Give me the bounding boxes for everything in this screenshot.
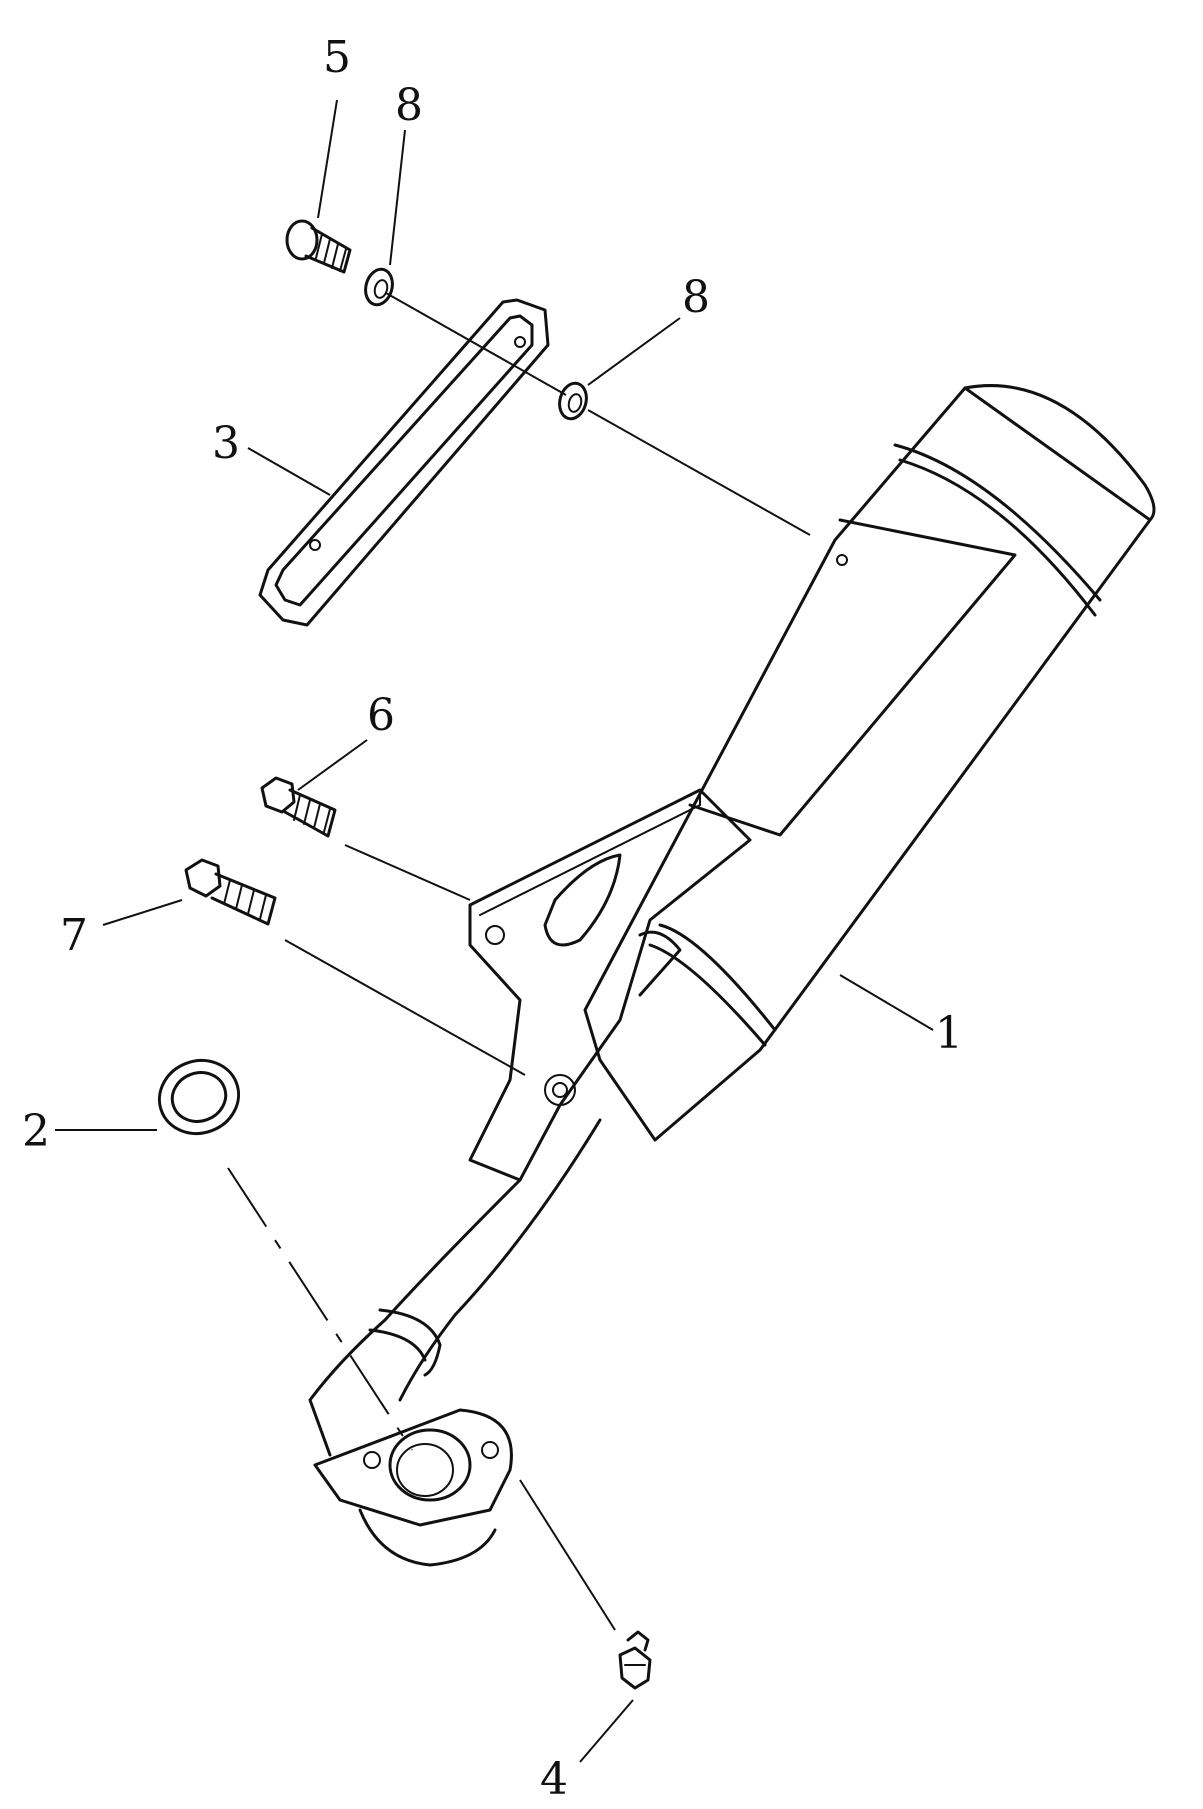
- muffler-body: [308, 384, 1156, 1567]
- callout-2: 2: [22, 1106, 50, 1157]
- bolt-5: [285, 219, 352, 274]
- bolt-7: [184, 858, 277, 926]
- washer-8-lower: [558, 381, 588, 421]
- muffler-strap: [258, 298, 550, 627]
- drain-nut: [618, 1630, 652, 1690]
- callout-6: 6: [367, 690, 395, 741]
- callout-5: 5: [323, 32, 351, 83]
- callout-8-lower: 8: [682, 272, 710, 323]
- gasket-ring: [157, 1059, 241, 1135]
- callout-4: 4: [540, 1754, 568, 1805]
- assembly-lines: [227, 292, 811, 1631]
- callout-7: 7: [60, 910, 88, 961]
- washer-8-upper: [364, 267, 394, 307]
- callout-leaders: [55, 99, 934, 1763]
- callout-3: 3: [212, 418, 240, 469]
- callout-8-upper: 8: [395, 80, 423, 131]
- bolt-6: [260, 776, 337, 838]
- callout-1: 1: [935, 1008, 963, 1059]
